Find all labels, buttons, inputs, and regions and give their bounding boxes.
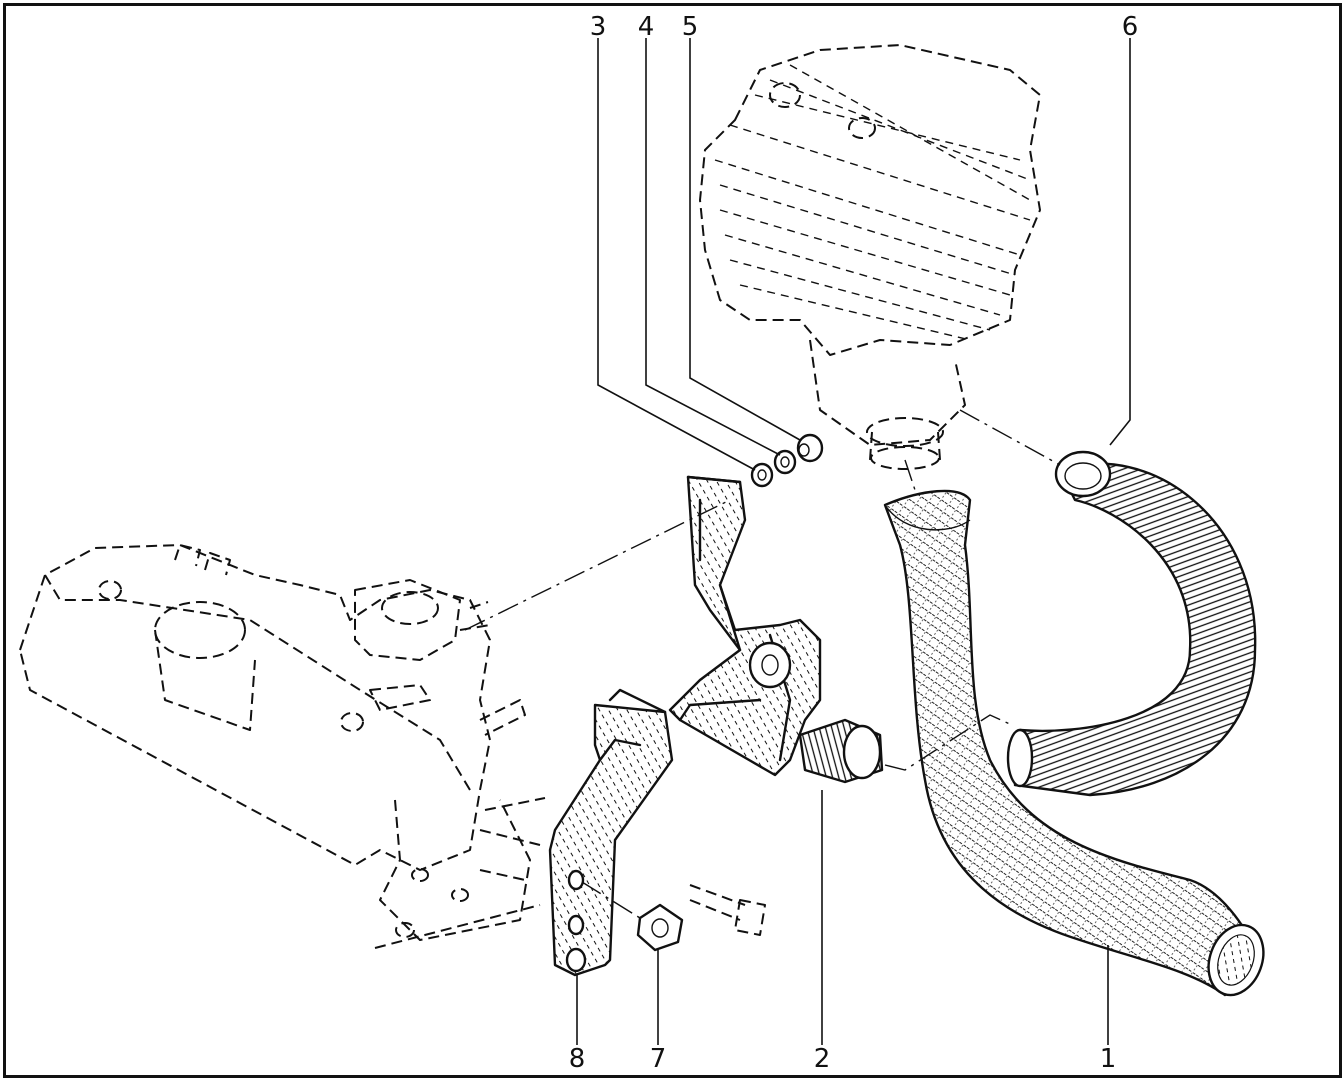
flex-pipe-part-6 (1006, 450, 1257, 797)
alignment-lines (464, 409, 1061, 919)
washer-part-4 (773, 449, 797, 475)
cylinder-head (19, 544, 546, 949)
callout-2: 2 (813, 1044, 831, 1074)
bolt (689, 884, 766, 936)
duct-elbow-part-2 (668, 475, 884, 784)
callout-7: 7 (649, 1044, 667, 1074)
callout-5: 5 (681, 12, 699, 42)
callout-4: 4 (637, 12, 655, 42)
cylinder-housing (699, 44, 1041, 470)
bracket-part-8 (548, 688, 674, 977)
flange-nut-part-7 (636, 903, 684, 952)
washer-part-3 (750, 462, 774, 488)
flex-pipe-part-1 (883, 489, 1265, 997)
nut-part-5 (796, 433, 824, 463)
callout-8: 8 (568, 1044, 586, 1074)
callout-6: 6 (1121, 12, 1139, 42)
callout-3: 3 (589, 12, 607, 42)
leader-lines (576, 38, 1131, 1045)
callout-1: 1 (1099, 1044, 1117, 1074)
